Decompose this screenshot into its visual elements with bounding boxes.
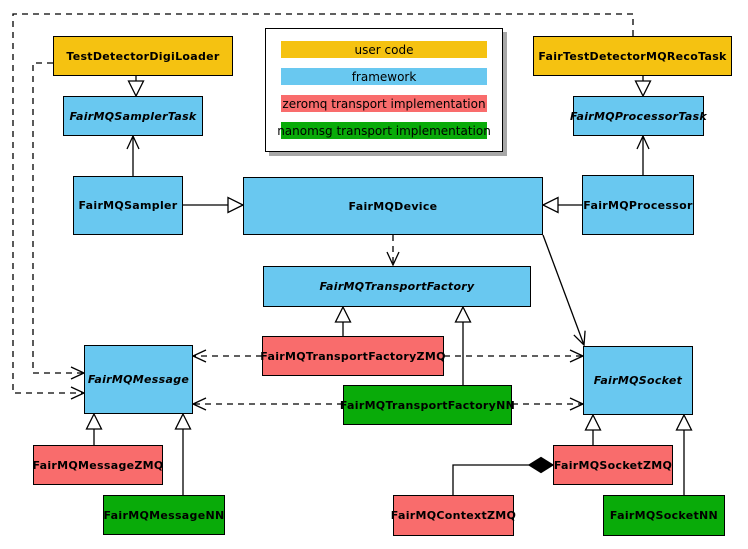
class-box-FairTestDetectorMQRecoTask: FairTestDetectorMQRecoTask [533,36,732,76]
legend: user code framework zeromq transport imp… [265,28,503,152]
class-box-FairMQTransportFactory: FairMQTransportFactory [263,266,531,307]
inheritance-arrowhead-icon [454,305,472,323]
class-box-FairMQSocketZMQ: FairMQSocketZMQ [553,445,673,485]
dependency-arrowhead-icon [386,251,400,267]
class-box-FairMQContextZMQ: FairMQContextZMQ [391,495,516,536]
class-box-FairMQProcessor: FairMQProcessor [582,175,694,235]
legend-label-zeromq: zeromq transport implementation [282,96,486,111]
legend-label-user-code: user code [354,42,414,57]
class-box-FairMQMessageNN: FairMQMessageNN [103,495,225,535]
legend-item-framework: framework [281,68,487,85]
inheritance-arrowhead-icon [174,412,192,430]
class-box-FairMQTransportFactoryNN: FairMQTransportFactoryNN [340,385,515,425]
class-box-FairMQDevice: FairMQDevice [243,177,543,235]
association-arrowhead-icon [573,330,586,347]
association-arrowhead-icon [126,134,140,150]
legend-item-zeromq: zeromq transport implementation [281,95,487,112]
edge-FairMQContextZMQ-to-FairMQSocketZMQ [452,464,529,495]
inheritance-arrowhead-icon [541,196,559,214]
edge-FairMQDevice-to-FairMQSocket [542,234,585,346]
legend-item-user-code: user code [281,41,487,58]
inheritance-arrowhead-icon [127,80,145,98]
class-box-FairMQSocketNN: FairMQSocketNN [603,495,725,536]
composition-arrowhead-icon [527,456,555,474]
edge-FairTestDetectorMQRecoTask-to-FairMQMessage [12,13,634,394]
inheritance-arrowhead-icon [634,80,652,98]
dependency-arrowhead-icon [191,349,207,363]
legend-label-nanomsg: nanomsg transport implementation [277,123,491,138]
class-box-FairMQSamplerTask: FairMQSamplerTask [63,96,203,136]
class-box-FairMQSocket: FairMQSocket [583,346,693,415]
class-box-FairMQTransportFactoryZMQ: FairMQTransportFactoryZMQ [260,336,445,376]
dependency-arrowhead-icon [191,397,207,411]
inheritance-arrowhead-icon [227,196,245,214]
legend-label-framework: framework [351,69,417,84]
class-box-FairMQProcessorTask: FairMQProcessorTask [570,96,707,136]
legend-item-nanomsg: nanomsg transport implementation [277,122,491,139]
inheritance-arrowhead-icon [584,413,602,431]
class-box-FairMQMessage: FairMQMessage [84,345,193,414]
class-box-FairMQSampler: FairMQSampler [73,176,183,235]
class-box-FairMQMessageZMQ: FairMQMessageZMQ [32,445,163,485]
inheritance-arrowhead-icon [334,305,352,323]
class-box-TestDetectorDigiLoader: TestDetectorDigiLoader [53,36,233,76]
inheritance-arrowhead-icon [85,412,103,430]
inheritance-arrowhead-icon [675,413,693,431]
association-arrowhead-icon [636,134,650,150]
edge-TestDetectorDigiLoader-to-FairMQMessage [32,62,84,374]
